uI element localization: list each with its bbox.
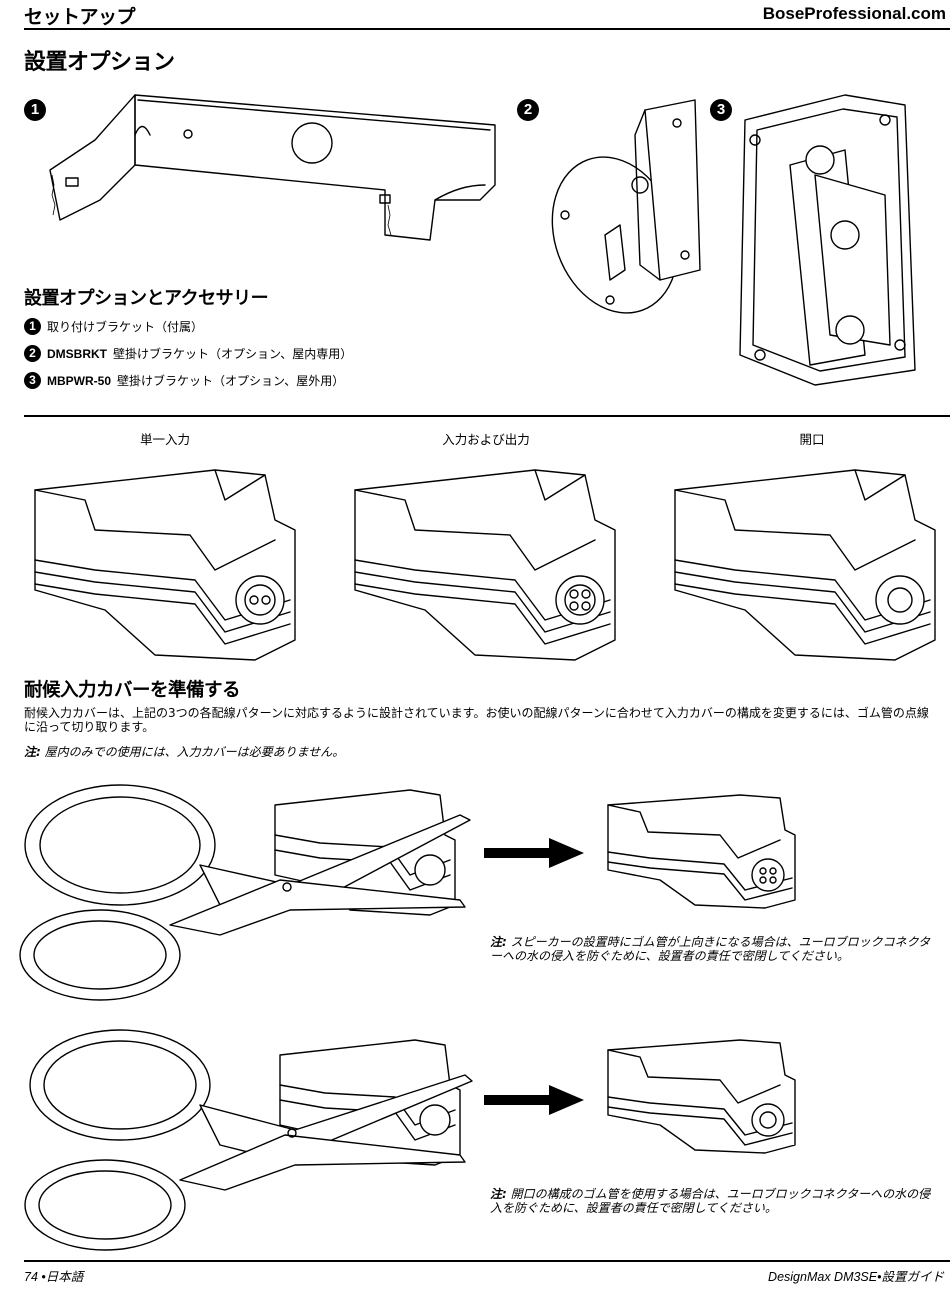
arrow-icon — [484, 838, 584, 868]
cover-open-illustration — [674, 469, 936, 661]
footer-guide-title: DesignMax DM3SE•設置ガイド — [768, 1270, 944, 1284]
section-title: セットアップ — [24, 6, 136, 28]
cover-input-output-illustration — [354, 469, 616, 661]
scissors-cut-illustration-1 — [19, 784, 471, 1001]
header-rule — [24, 28, 950, 30]
footer-page-number: 74 •日本語 — [24, 1270, 84, 1284]
accessory-text: 壁掛けブラケット（オプション、屋内専用） — [113, 347, 353, 361]
wiring-label-single: 単一入力 — [139, 432, 190, 447]
accessory-badge: 1 — [24, 318, 41, 335]
indoor-note: 注: 屋内のみでの使用には、入力カバーは必要ありません。 — [24, 745, 344, 759]
scissors-cut-illustration-2 — [24, 1029, 473, 1251]
site-url[interactable]: BoseProfessional.com — [762, 4, 946, 23]
section-rule — [24, 415, 950, 417]
accessory-model: DMSBRKT — [47, 346, 107, 361]
note-label: 注: — [24, 745, 41, 759]
accessory-text: 取り付けブラケット（付属） — [47, 320, 204, 334]
page-title: 設置オプション — [24, 50, 175, 75]
sealing-note-2: 注: 開口の構成のゴム管を使用する場合は、ユーロブロックコネクターへの水の侵入を… — [490, 1187, 940, 1215]
accessory-item-2: 2 DMSBRKT 壁掛けブラケット（オプション、屋内専用） — [24, 345, 352, 362]
wiring-label-open: 開口 — [799, 432, 825, 447]
cover-result-illustration-1 — [607, 794, 796, 909]
accessories-heading: 設置オプションとアクセサリー — [24, 288, 269, 309]
illustration-badge-3: 3 — [710, 99, 732, 121]
note-label: 注: — [490, 935, 507, 949]
cover-section-body: 耐候入力カバーは、上記の3つの各配線パターンに対応するように設計されています。お… — [24, 706, 929, 734]
arrow-icon — [484, 1085, 584, 1115]
cover-result-illustration-2 — [607, 1039, 796, 1154]
illustration-badge-2: 2 — [517, 99, 539, 121]
note-text: スピーカーの設置時にゴム管が上向きになる場合は、ユーロブロックコネクターへの水の… — [490, 935, 931, 963]
illustration-badge-1: 1 — [24, 99, 46, 121]
accessory-item-3: 3 MBPWR-50 壁掛けブラケット（オプション、屋外用） — [24, 372, 344, 389]
dmsbrkt-bracket-illustration — [551, 99, 701, 314]
mounting-bracket-illustration — [49, 94, 496, 241]
note-label: 注: — [490, 1187, 507, 1201]
footer-rule — [24, 1260, 950, 1262]
accessory-item-1: 1 取り付けブラケット（付属） — [24, 318, 203, 335]
accessory-badge: 2 — [24, 345, 41, 362]
accessory-badge: 3 — [24, 372, 41, 389]
note-text: 屋内のみでの使用には、入力カバーは必要ありません。 — [44, 745, 345, 759]
wiring-label-in-out: 入力および出力 — [442, 432, 530, 447]
mbpwr-50-bracket-illustration — [739, 94, 916, 386]
note-text: 開口の構成のゴム管を使用する場合は、ユーロブロックコネクターへの水の侵入を防ぐた… — [490, 1187, 931, 1215]
accessory-model: MBPWR-50 — [47, 373, 112, 388]
cover-single-input-illustration — [34, 469, 296, 661]
sealing-note-1: 注: スピーカーの設置時にゴム管が上向きになる場合は、ユーロブロックコネクターへ… — [490, 935, 940, 963]
accessory-text: 壁掛けブラケット（オプション、屋外用） — [117, 374, 345, 388]
cover-section-heading: 耐候入力カバーを準備する — [24, 680, 241, 701]
